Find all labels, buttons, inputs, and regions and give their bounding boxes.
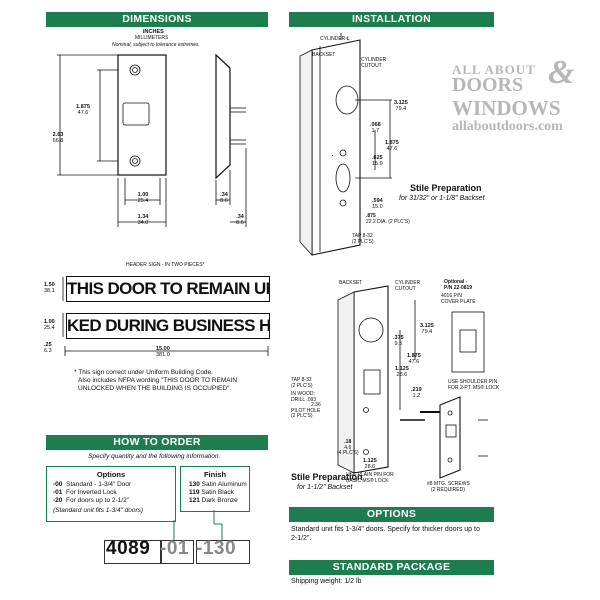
order-subtitle: Specify quantity and the following infor… [88,453,221,460]
option-20: -20 For doors up to 2-1/2" [53,497,130,504]
logo-amp: & [548,54,575,91]
finish-130: 130 Satin Aluminum [189,481,247,488]
options-text: Standard unit fits 1-3/4" doors. Specify… [291,526,480,542]
label-cylinder: CYLINDER ℄ [320,36,350,42]
installation-header: INSTALLATION [289,12,494,27]
standard-package-header: STANDARD PACKAGE [289,560,494,575]
sign-piece-1: THIS DOOR TO REMAIN UNLOC [66,276,270,302]
stile-sub-top: for 31/32" or 1-1/8" Backset [399,195,485,202]
dimensions-header: DIMENSIONS [46,12,268,27]
options-box: Options -00 Standard - 1-3/4" Door -01 F… [46,466,176,522]
units-note: Nominal, subject to tolerance extremes. [112,42,200,48]
pn-box-option [160,540,194,564]
logo-doors: DOORS [452,74,524,96]
logo-all-about: ALL ABOUT [452,62,536,77]
logo-windows: WINDOWS [452,96,561,120]
label-tap-bottom: TAP 8-32(2 PLC'S) [291,377,313,389]
sign-note: * This sign correct under Uniform Buildi… [74,369,238,392]
options-header: OPTIONS [289,507,494,522]
package-text: Shipping weight: 1/2 lb [291,578,362,585]
label-mtg-screws: #8 MTG. SCREWS(2 REQUIRED) [427,481,470,493]
finish-title: Finish [203,470,227,479]
label-backset-top: BACKSET [312,52,336,58]
units-mm: MILLIMETERS [135,35,169,41]
pn-box-finish [196,540,250,564]
label-backset-bottom: BACKSET [339,280,363,286]
option-01: -01 For Inverted Lock [53,489,117,496]
logo-url: allaboutdoors.com [452,119,563,134]
options-title: Options [96,470,126,479]
label-tap-top: TAP 8-32(2 PLC'S) [352,233,374,245]
pn-option: -01 [160,538,189,559]
finish-box: Finish 130 Satin Aluminum 119 Satin Blac… [180,466,250,512]
stile-sub-bottom: for 1-1/2" Backset [297,484,353,491]
pn-finish: -130 [196,538,237,559]
pn-box-main [104,540,162,564]
sign-piece-2: KED DURING BUSINESS HOURS [66,313,270,339]
stile-title-bottom: Stile Preparation [291,472,363,482]
sign-header-label: HEADER SIGN - IN TWO PIECES* [126,262,205,268]
finish-121: 121 Dark Bronze [189,497,238,504]
finish-119: 119 Satin Black [189,489,234,496]
label-in-wood: IN WOOD: DRILL .093 2.36 PILOT HOLE (2 P… [291,391,321,419]
options-note: (Standard unit fits 1-3/4" doors) [53,507,144,514]
stile-title-top: Stile Preparation [410,183,482,193]
units-inches: INCHES [143,29,164,35]
how-to-order-header: HOW TO ORDER [46,435,268,450]
pn-main: 4089 [106,538,151,559]
option-00: -00 Standard - 1-3/4" Door [53,481,132,488]
label-optional: Optional -P/N 22-0819 [444,279,473,291]
